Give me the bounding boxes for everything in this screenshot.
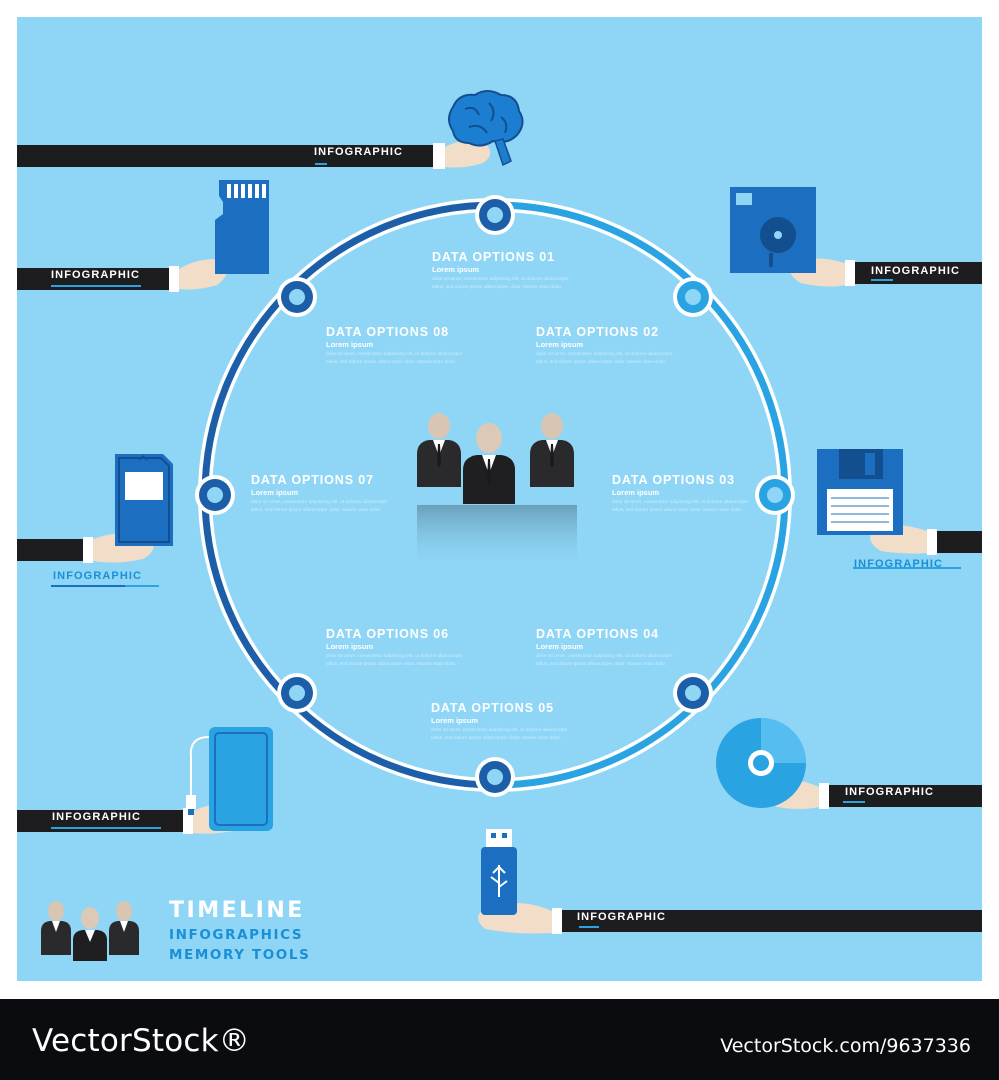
arm-usb (477, 903, 982, 934)
external-hard-drive-icon (186, 727, 273, 831)
data-option-title: DATA OPTIONS 03 (612, 473, 736, 487)
ring-node-06[interactable] (277, 673, 317, 713)
data-option-01: DATA OPTIONS 01 Lorem ipsum dolor sit am… (432, 250, 577, 292)
business-team-icon (417, 413, 577, 575)
arm-sd-card (17, 532, 159, 587)
data-option-body: dolor sit amet, consectetur adipiscing e… (612, 500, 749, 513)
arm-label-brain: INFOGRAPHIC (314, 146, 404, 158)
data-option-subtitle: Lorem ipsum (612, 488, 660, 497)
arm-label-sd-card: INFOGRAPHIC (53, 570, 143, 582)
data-option-subtitle: Lorem ipsum (326, 340, 374, 349)
legend-subtitle-2: MEMORY TOOLS (169, 947, 311, 963)
infographic-graphics (17, 90, 982, 961)
data-option-title: DATA OPTIONS 02 (536, 325, 660, 339)
data-option-subtitle: Lorem ipsum (432, 265, 480, 274)
data-option-subtitle: Lorem ipsum (536, 340, 584, 349)
data-option-title: DATA OPTIONS 06 (326, 627, 450, 641)
legend-title: TIMELINE (169, 898, 305, 923)
data-option-body: dolor sit amet, consectetur adipiscing e… (326, 352, 463, 365)
data-option-body: dolor sit amet, consectetur adipiscing e… (251, 500, 388, 513)
data-option-08: DATA OPTIONS 08 Lorem ipsum dolor sit am… (326, 325, 471, 367)
legend-team-icon (41, 901, 139, 961)
ring-node-03[interactable] (755, 475, 795, 515)
data-option-title: DATA OPTIONS 08 (326, 325, 450, 339)
floppy-disk-icon (730, 187, 816, 273)
data-option-title: DATA OPTIONS 05 (431, 701, 555, 715)
data-option-body: dolor sit amet, consectetur adipiscing e… (431, 728, 568, 741)
micro-sd-card-icon (215, 180, 269, 274)
data-option-subtitle: Lorem ipsum (536, 642, 584, 651)
arm-label-hard-drive: INFOGRAPHIC (52, 811, 142, 823)
usb-drive-icon (481, 829, 517, 915)
ring-node-04[interactable] (673, 673, 713, 713)
ring-node-01[interactable] (475, 195, 515, 235)
ring-node-02[interactable] (673, 277, 713, 317)
ring-node-07[interactable] (195, 475, 235, 515)
data-option-04: DATA OPTIONS 04 Lorem ipsum dolor sit am… (536, 627, 681, 669)
arm-label-usb: INFOGRAPHIC (577, 911, 667, 923)
sd-card-icon (115, 454, 173, 546)
ring-node-05[interactable] (475, 757, 515, 797)
data-option-subtitle: Lorem ipsum (431, 716, 479, 725)
data-option-subtitle: Lorem ipsum (326, 642, 374, 651)
data-option-06: DATA OPTIONS 06 Lorem ipsum dolor sit am… (326, 627, 471, 669)
watermark-footer: VectorStock® VectorStock.com/9637336 (0, 999, 999, 1080)
arm-floppy-mid (853, 524, 982, 569)
data-option-05: DATA OPTIONS 05 Lorem ipsum dolor sit am… (431, 701, 576, 743)
footer-brand: VectorStock® (32, 1023, 250, 1059)
arm-brain (17, 140, 491, 169)
footer-image-id: VectorStock.com/9637336 (720, 1035, 971, 1057)
arm-label-cd: INFOGRAPHIC (845, 786, 935, 798)
arm-label-floppy-top: INFOGRAPHIC (871, 265, 961, 277)
data-option-03: DATA OPTIONS 03 Lorem ipsum dolor sit am… (612, 473, 757, 515)
data-option-subtitle: Lorem ipsum (251, 488, 299, 497)
data-option-body: dolor sit amet, consectetur adipiscing e… (536, 352, 673, 365)
data-option-07: DATA OPTIONS 07 Lorem ipsum dolor sit am… (251, 473, 396, 515)
data-option-02: DATA OPTIONS 02 Lorem ipsum dolor sit am… (536, 325, 681, 367)
brain-icon (448, 90, 524, 167)
arm-label-micro-sd: INFOGRAPHIC (51, 269, 141, 281)
data-option-body: dolor sit amet, consectetur adipiscing e… (432, 277, 569, 290)
data-option-title: DATA OPTIONS 01 (432, 250, 556, 264)
cd-disc-icon (716, 718, 806, 808)
data-option-title: DATA OPTIONS 04 (536, 627, 660, 641)
arm-label-floppy-mid: INFOGRAPHIC (854, 558, 944, 570)
infographic-canvas: INFOGRAPHIC INFOGRAPHIC INFOGRAPHIC INFO… (17, 17, 982, 981)
ring-node-08[interactable] (277, 277, 317, 317)
data-option-title: DATA OPTIONS 07 (251, 473, 375, 487)
data-option-body: dolor sit amet, consectetur adipiscing e… (536, 654, 673, 667)
legend-subtitle-1: INFOGRAPHICS (169, 927, 304, 943)
data-option-body: dolor sit amet, consectetur adipiscing e… (326, 654, 463, 667)
floppy-disk-icon (817, 449, 903, 535)
